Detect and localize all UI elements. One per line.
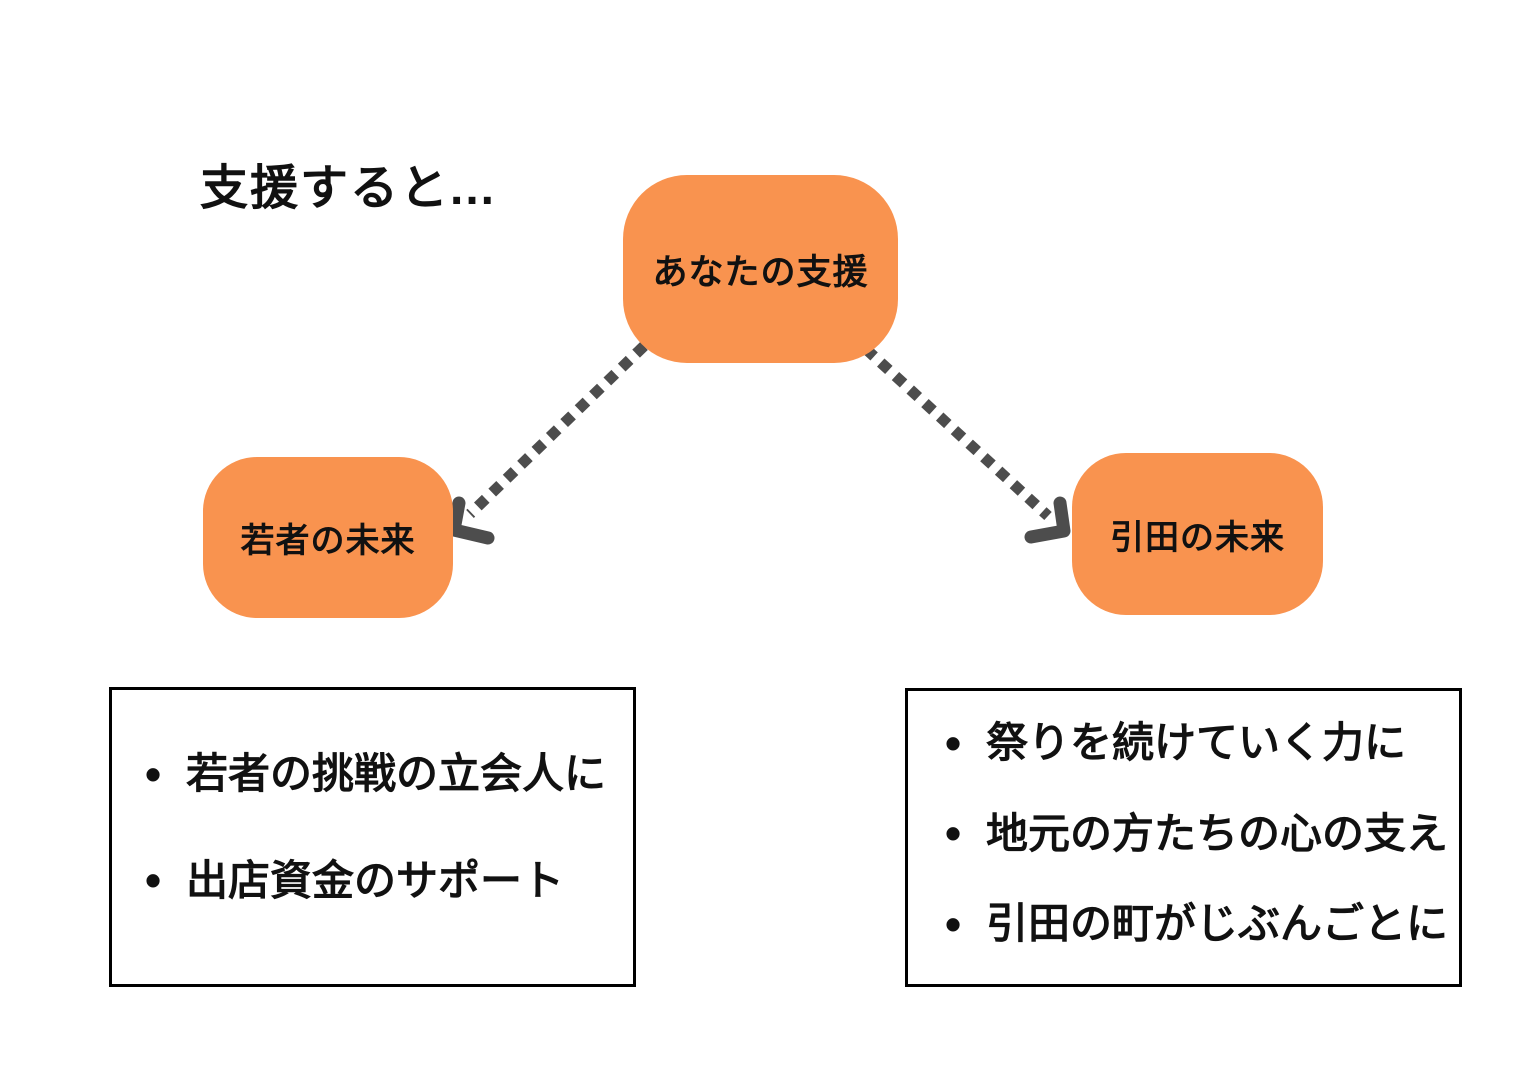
youth-benefits-box: • 若者の挑戦の立会人に • 出店資金のサポート [109, 687, 636, 987]
arrow-right-head [1024, 496, 1071, 544]
list-item: • 引田の町がじぶんごとに [936, 898, 1449, 951]
node-youth-future-label: 若者の未来 [240, 522, 416, 560]
arrow-left-shaft [466, 342, 648, 518]
bullet-icon: • [944, 807, 962, 860]
node-your-support: あなたの支援 [623, 175, 898, 363]
list-item: • 若者の挑戦の立会人に [136, 748, 623, 801]
list-item: • 祭りを続けていく力に [936, 717, 1449, 770]
node-youth-future: 若者の未来 [203, 457, 453, 618]
bullet-icon: • [944, 897, 962, 950]
hiketa-benefits-box: • 祭りを続けていく力に • 地元の方たちの心の支え • 引田の町がじぶんごとに [905, 688, 1462, 987]
bullet-icon: • [144, 854, 162, 907]
bullet-icon: • [944, 716, 962, 769]
list-item-text: 若者の挑戦の立会人に [186, 750, 607, 797]
page-title: 支援すると... [200, 162, 497, 215]
arrow-left-head [447, 496, 495, 545]
node-hiketa-future-label: 引田の未来 [1110, 518, 1285, 557]
list-item-text: 祭りを続けていく力に [986, 719, 1407, 766]
list-item: • 地元の方たちの心の支え [936, 808, 1449, 861]
list-item: • 出店資金のサポート [136, 855, 623, 908]
list-item-text: 引田の町がじぶんごとに [986, 900, 1449, 947]
arrow-right-shaft [862, 344, 1052, 521]
node-hiketa-future: 引田の未来 [1072, 453, 1323, 615]
list-item-text: 地元の方たちの心の支え [986, 809, 1449, 857]
bullet-icon: • [144, 747, 162, 800]
node-your-support-label: あなたの支援 [652, 252, 869, 292]
list-item-text: 出店資金のサポート [186, 856, 565, 904]
